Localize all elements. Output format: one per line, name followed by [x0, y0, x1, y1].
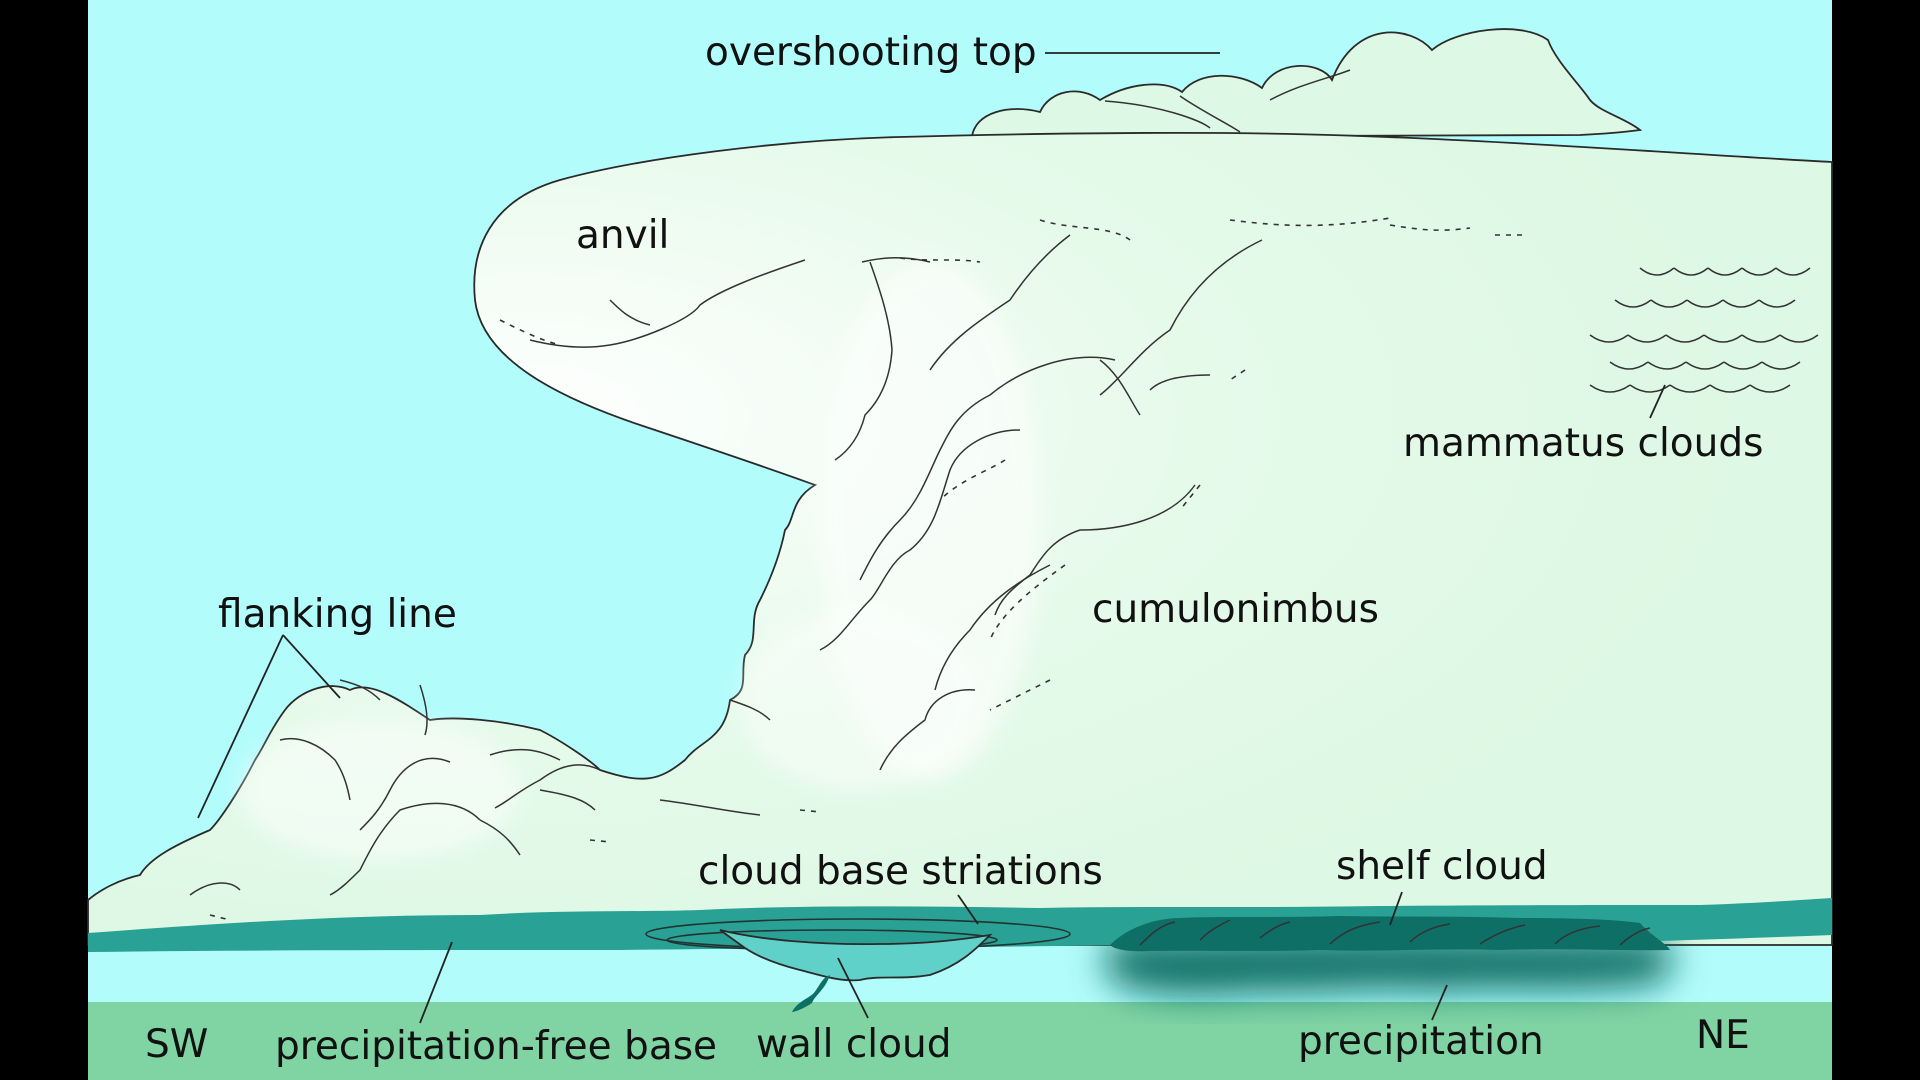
flank-highlight	[240, 720, 520, 860]
label-precipitation-free-base: precipitation-free base	[275, 1024, 717, 1069]
wall-cloud	[719, 929, 993, 982]
mammatus-lobe	[1589, 334, 1629, 343]
leader-cloud-base-striations	[957, 894, 979, 925]
mammatus-lobe	[1741, 267, 1777, 276]
mammatus-lobe	[1741, 334, 1781, 343]
mammatus-lobe	[1629, 384, 1671, 393]
leader-flanking-line-1	[197, 634, 284, 819]
mammatus-lobe	[1758, 299, 1796, 308]
label-mammatus-clouds: mammatus clouds	[1403, 421, 1763, 466]
mammatus-lobe	[1669, 384, 1711, 393]
mammatus-lobe	[1609, 361, 1649, 370]
mammatus-lobe	[1665, 334, 1705, 343]
mammatus-lobe	[1647, 361, 1687, 370]
mammatus-scallops	[1589, 267, 1819, 393]
label-cumulonimbus: cumulonimbus	[1092, 587, 1379, 632]
label-overshooting-top: overshooting top	[705, 30, 1037, 75]
mammatus-lobe	[1722, 299, 1760, 308]
label-cloud-base-striations: cloud base striations	[698, 849, 1103, 894]
label-precipitation: precipitation	[1298, 1019, 1544, 1064]
mammatus-lobe	[1723, 361, 1763, 370]
mammatus-lobe	[1589, 384, 1631, 393]
mammatus-lobe	[1775, 267, 1811, 276]
mammatus-lobe	[1650, 299, 1688, 308]
mammatus-lobe	[1627, 334, 1667, 343]
label-shelf-cloud: shelf cloud	[1336, 844, 1548, 889]
mammatus-lobe	[1707, 267, 1743, 276]
mammatus-lobe	[1673, 267, 1709, 276]
leader-mammatus	[1649, 384, 1666, 419]
overshooting-top-cloud	[970, 28, 1643, 138]
leader-precipitation	[1431, 984, 1448, 1021]
leader-precipitation-free-base	[419, 941, 453, 1024]
ground	[88, 1002, 1832, 1080]
mammatus-lobe	[1779, 334, 1819, 343]
shelf-cloud	[1110, 916, 1670, 952]
mammatus-lobe	[1686, 299, 1724, 308]
mammatus-lobe	[1709, 384, 1751, 393]
mammatus-lobe	[1639, 267, 1675, 276]
funnel	[792, 975, 830, 1012]
precipitation-shaft	[1104, 937, 1673, 996]
label-anvil: anvil	[576, 213, 669, 258]
label-ne: NE	[1696, 1013, 1750, 1058]
leader-shelf-cloud	[1389, 891, 1403, 926]
leader-wall-cloud	[837, 957, 869, 1019]
mammatus-lobe	[1761, 361, 1801, 370]
label-flanking-line: flanking line	[218, 592, 457, 637]
label-wall-cloud: wall cloud	[756, 1022, 951, 1067]
leader-flanking-line-2	[282, 634, 341, 699]
label-sw: SW	[145, 1022, 208, 1067]
mammatus-lobe	[1749, 384, 1791, 393]
mammatus-lobe	[1614, 299, 1652, 308]
mammatus-lobe	[1685, 361, 1725, 370]
mammatus-lobe	[1703, 334, 1743, 343]
